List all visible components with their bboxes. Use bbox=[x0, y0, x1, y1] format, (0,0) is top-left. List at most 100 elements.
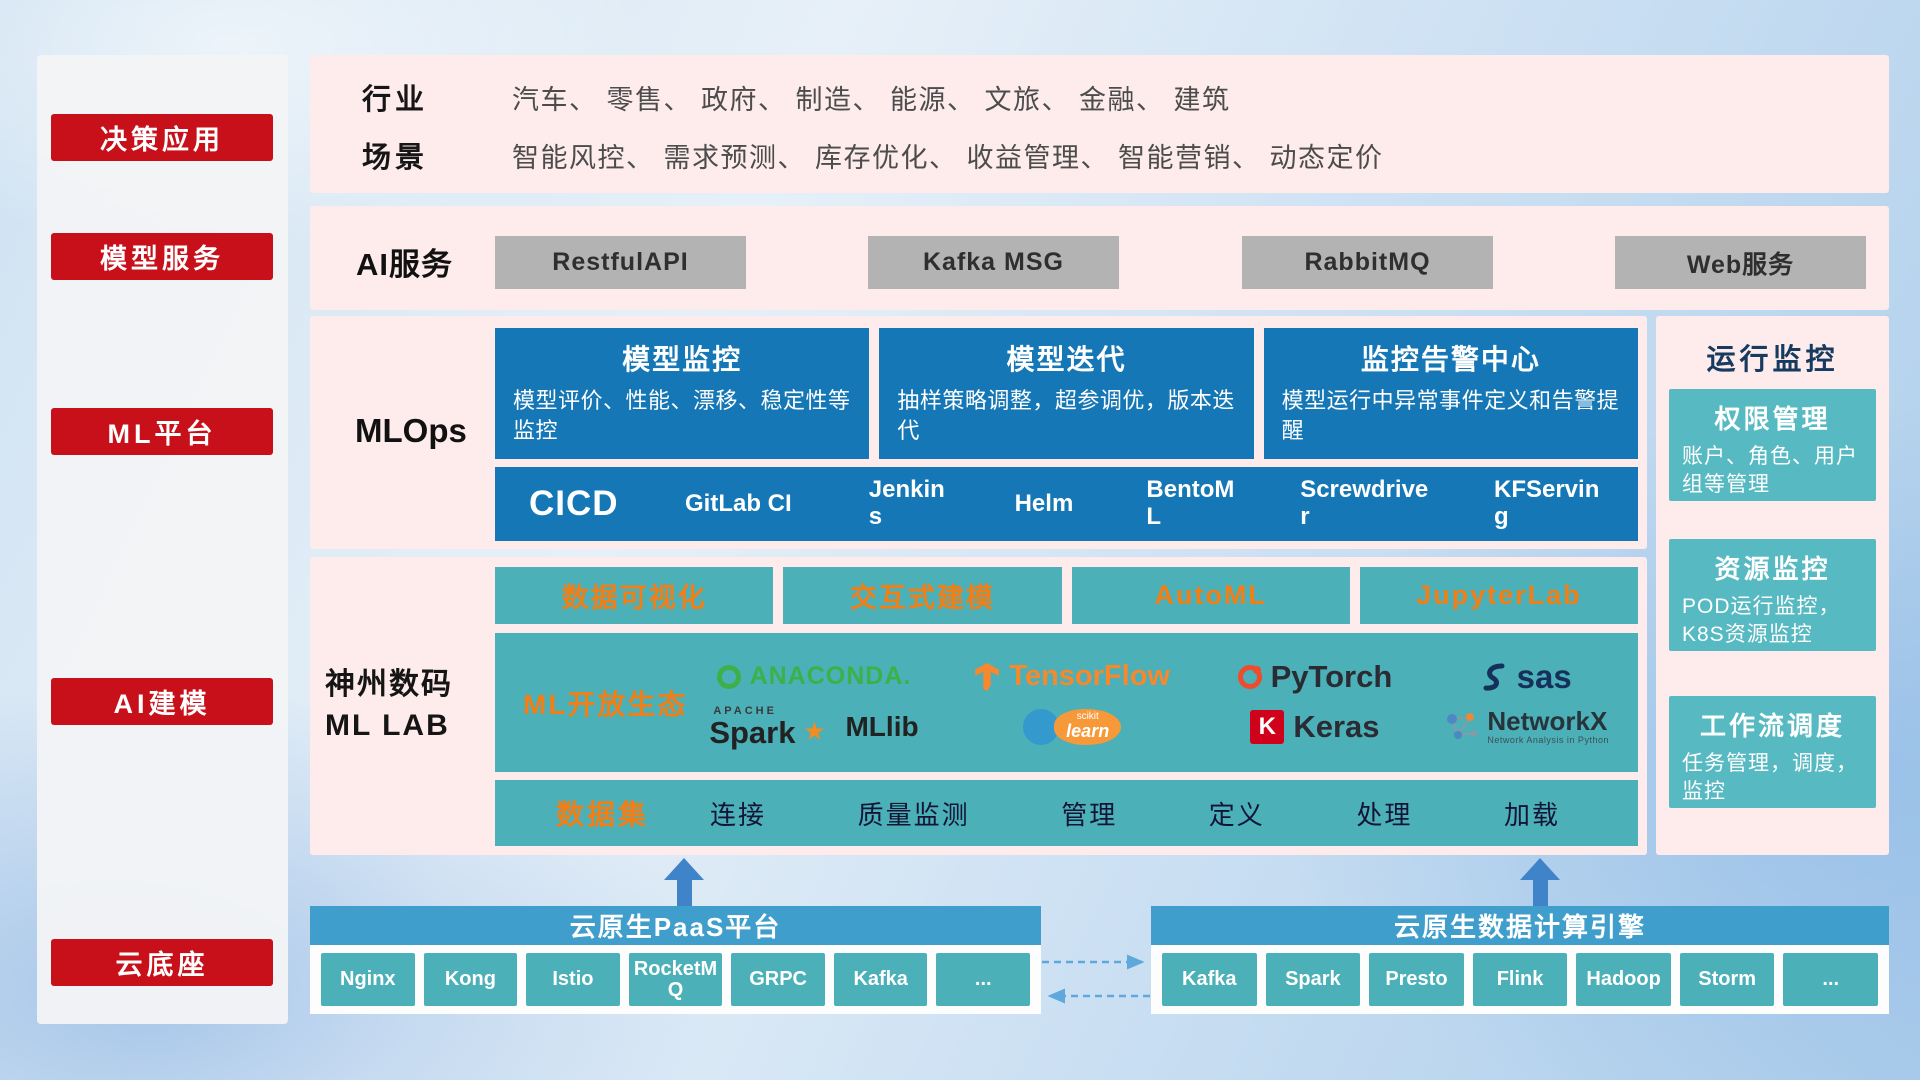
spark-star-icon bbox=[804, 721, 825, 740]
card-desc: 账户、角色、用户组等管理 bbox=[1682, 445, 1858, 496]
pytorch-label: PyTorch bbox=[1270, 658, 1393, 694]
chip-more: ... bbox=[1783, 953, 1879, 1006]
dataset-item-load: 加载 bbox=[1503, 799, 1560, 830]
ecosystem-label: ML开放生态 bbox=[523, 688, 688, 720]
sidebar-item-model-service: 模型服务 bbox=[51, 233, 273, 280]
model-iteration-card: 模型迭代 抽样策略调整，超参调优，版本迭代 bbox=[879, 328, 1254, 459]
card-desc: 模型评价、性能、漂移、稳定性等监控 bbox=[513, 388, 851, 443]
tensorflow-icon bbox=[975, 662, 1000, 691]
chip-flink: Flink bbox=[1472, 953, 1568, 1006]
keras-icon: K bbox=[1250, 709, 1285, 744]
chip-istio: Istio bbox=[526, 953, 620, 1006]
mlops-panel: MLOps 模型监控 模型评价、性能、漂移、稳定性等监控 模型迭代 抽样策略调整… bbox=[310, 316, 1647, 549]
chip-nginx: Nginx bbox=[321, 953, 415, 1006]
mlops-cards: 模型监控 模型评价、性能、漂移、稳定性等监控 模型迭代 抽样策略调整，超参调优，… bbox=[495, 328, 1638, 459]
sidebar-item-ml-platform: ML平台 bbox=[51, 408, 273, 455]
industry-row: 行业 汽车、 零售、 政府、 制造、 能源、 文旅、 金融、 建筑 bbox=[362, 77, 1231, 117]
card-title: 资源监控 bbox=[1714, 554, 1831, 584]
scenario-list: 智能风控、 需求预测、 库存优化、 收益管理、 智能营销、 动态定价 bbox=[512, 142, 1384, 173]
dataset-item-connect: 连接 bbox=[710, 799, 767, 830]
cicd-tools: GitLab CI Jenkins Helm BentoML Screwdriv… bbox=[685, 476, 1604, 531]
resource-card: 资源监控 POD运行监控，K8S资源监控 bbox=[1669, 539, 1876, 651]
chip-rocketmq: RocketMQ bbox=[628, 953, 723, 1006]
sidebar-item-ai-modeling: AI建模 bbox=[51, 678, 273, 725]
ecosystem-logos: ANACONDA. TensorFlow PyTorch sas bbox=[690, 658, 1638, 748]
service-kafka-msg: Kafka MSG bbox=[868, 236, 1119, 289]
service-restful-api: RestfulAPI bbox=[495, 236, 746, 289]
networkx-label: NetworkX bbox=[1487, 706, 1608, 737]
anaconda-logo: ANACONDA. bbox=[690, 662, 938, 691]
sas-icon bbox=[1483, 663, 1505, 691]
networkx-subtitle: Network Analysis in Python bbox=[1487, 734, 1609, 745]
pytorch-logo: PyTorch bbox=[1206, 659, 1423, 695]
tool-interactive-modeling: 交互式建模 bbox=[783, 567, 1062, 624]
scenario-label: 场景 bbox=[362, 142, 429, 174]
industry-label: 行业 bbox=[362, 84, 429, 116]
dataset-item-define: 定义 bbox=[1208, 799, 1265, 830]
chip-storm: Storm bbox=[1679, 953, 1775, 1006]
card-title: 工作流调度 bbox=[1699, 711, 1845, 741]
card-desc: 任务管理，调度，监控 bbox=[1682, 752, 1858, 803]
dashed-exchange-arrows-icon bbox=[1042, 954, 1150, 1004]
paas-chip-strip: Nginx Kong Istio RocketMQ GRPC Kafka ... bbox=[310, 945, 1041, 1014]
mllab-tools: 数据可视化 交互式建模 AutoML JupyterLab bbox=[495, 567, 1638, 624]
dataset-item-quality: 质量监测 bbox=[857, 799, 970, 830]
alert-center-card: 监控告警中心 模型运行中异常事件定义和告警提醒 bbox=[1263, 328, 1638, 459]
ml-ecosystem-box: ML开放生态 ANACONDA. TensorFlow PyTorch bbox=[495, 633, 1638, 772]
networkx-icon bbox=[1447, 713, 1478, 740]
chip-spark: Spark bbox=[1265, 953, 1361, 1006]
up-arrow-icon bbox=[664, 858, 704, 906]
mllib-label: MLlib bbox=[845, 710, 919, 742]
dataset-bar: 数据集 连接 质量监测 管理 定义 处理 加载 bbox=[495, 780, 1638, 846]
monitoring-panel: 运行监控 权限管理 账户、角色、用户组等管理 资源监控 POD运行监控，K8S资… bbox=[1656, 316, 1889, 855]
engine-chip-strip: Kafka Spark Presto Flink Hadoop Storm ..… bbox=[1151, 945, 1889, 1014]
sas-logo: sas bbox=[1423, 658, 1630, 696]
card-desc: 抽样策略调整，超参调优，版本迭代 bbox=[897, 388, 1235, 443]
spark-wordmark: APACHE Spark bbox=[709, 705, 796, 750]
mlops-label: MLOps bbox=[355, 412, 467, 449]
tool-automl: AutoML bbox=[1071, 567, 1350, 624]
data-engine-header: 云原生数据计算引擎 bbox=[1151, 906, 1889, 945]
tool-bentoml: BentoML bbox=[1146, 476, 1235, 530]
tool-jenkins: Jenkins bbox=[868, 476, 945, 530]
pytorch-icon bbox=[1237, 664, 1262, 689]
tensorflow-label: TensorFlow bbox=[1009, 660, 1170, 692]
service-web: Web服务 bbox=[1615, 236, 1866, 289]
chip-more: ... bbox=[936, 953, 1031, 1006]
sidebar-item-decision-app: 决策应用 bbox=[51, 114, 273, 161]
dataset-items: 连接 质量监测 管理 定义 处理 加载 bbox=[710, 795, 1638, 832]
mllab-label-line2: ML LAB bbox=[325, 708, 450, 742]
ai-service-label: AI服务 bbox=[356, 247, 453, 282]
tool-kfserving: KFServing bbox=[1493, 476, 1600, 530]
chip-kafka: Kafka bbox=[1162, 953, 1257, 1006]
tool-data-visualization: 数据可视化 bbox=[495, 567, 774, 624]
card-title: 监控告警中心 bbox=[1360, 344, 1541, 375]
chip-kong: Kong bbox=[423, 953, 518, 1006]
tensorflow-logo: TensorFlow bbox=[938, 660, 1207, 693]
tool-helm: Helm bbox=[1014, 489, 1074, 517]
chip-grpc: GRPC bbox=[731, 953, 825, 1006]
cicd-label: CICD bbox=[529, 484, 619, 523]
spark-label: Spark bbox=[709, 714, 796, 750]
paas-platform-header: 云原生PaaS平台 bbox=[310, 906, 1041, 945]
chip-hadoop: Hadoop bbox=[1576, 953, 1671, 1006]
card-desc: POD运行监控，K8S资源监控 bbox=[1682, 595, 1841, 646]
card-title: 权限管理 bbox=[1714, 404, 1831, 434]
scikit-label: scikit bbox=[1076, 710, 1099, 722]
cicd-bar: CICD GitLab CI Jenkins Helm BentoML Scre… bbox=[495, 467, 1638, 541]
card-title: 模型监控 bbox=[622, 344, 743, 375]
up-arrow-icon bbox=[1520, 858, 1560, 906]
tool-gitlab-ci: GitLab CI bbox=[685, 489, 792, 517]
sas-label: sas bbox=[1516, 657, 1572, 695]
spark-mllib-logo: APACHE Spark MLlib bbox=[690, 705, 938, 750]
networkx-logo: NetworkX Network Analysis in Python bbox=[1423, 707, 1630, 745]
industry-list: 汽车、 零售、 政府、 制造、 能源、 文旅、 金融、 建筑 bbox=[512, 84, 1231, 115]
networkx-wordmark: NetworkX Network Analysis in Python bbox=[1487, 707, 1609, 745]
scenario-row: 场景 智能风控、 需求预测、 库存优化、 收益管理、 智能营销、 动态定价 bbox=[362, 135, 1384, 175]
chip-presto: Presto bbox=[1369, 953, 1464, 1006]
workflow-card: 工作流调度 任务管理，调度，监控 bbox=[1669, 696, 1876, 808]
dataset-label: 数据集 bbox=[555, 799, 649, 830]
dataset-item-process: 处理 bbox=[1356, 799, 1413, 830]
mllab-panel: 神州数码 ML LAB 数据可视化 交互式建模 AutoML JupyterLa… bbox=[310, 557, 1647, 855]
tool-jupyterlab: JupyterLab bbox=[1359, 567, 1638, 624]
